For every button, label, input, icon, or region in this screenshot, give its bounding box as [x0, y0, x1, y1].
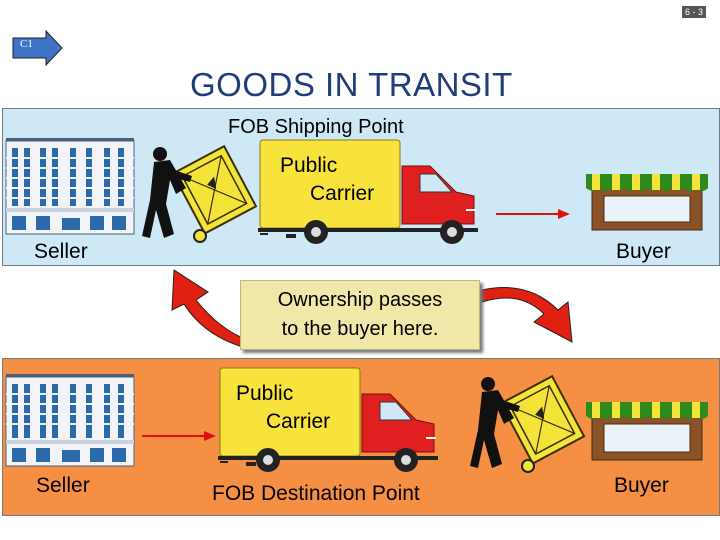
arrow-right-icon	[496, 209, 570, 219]
seller-label: Seller	[36, 474, 90, 497]
chapter-marker: C1	[20, 38, 33, 50]
mover-icon	[142, 144, 258, 243]
truck-icon	[218, 367, 438, 472]
fob-destination-heading: FOB Destination Point	[212, 482, 420, 505]
arrow-right-icon	[142, 431, 216, 441]
carrier-label-line1: Public	[280, 154, 338, 177]
store-icon	[586, 174, 708, 231]
callout-line2: to the buyer here.	[281, 318, 439, 340]
building-icon	[5, 374, 135, 467]
mover-icon	[470, 374, 586, 473]
building-icon	[5, 138, 135, 235]
store-icon	[586, 402, 708, 461]
chapter-marker-arrow-icon	[12, 29, 63, 67]
carrier-label-line2: Carrier	[266, 410, 331, 433]
page-title: GOODS IN TRANSIT	[190, 66, 513, 103]
seller-label: Seller	[34, 240, 88, 263]
buyer-label: Buyer	[614, 474, 669, 497]
carrier-label-line2: Carrier	[310, 182, 375, 205]
ownership-callout: Ownership passes to the buyer here.	[240, 280, 480, 350]
page-number: 6 - 3	[681, 6, 706, 18]
callout-line1: Ownership passes	[277, 289, 443, 311]
curved-arrow-icon	[481, 287, 573, 343]
truck-icon	[258, 139, 478, 244]
buyer-label: Buyer	[616, 240, 671, 263]
fob-shipping-heading: FOB Shipping Point	[228, 116, 404, 138]
curved-arrow-icon	[171, 269, 249, 349]
carrier-label-line1: Public	[236, 382, 294, 405]
